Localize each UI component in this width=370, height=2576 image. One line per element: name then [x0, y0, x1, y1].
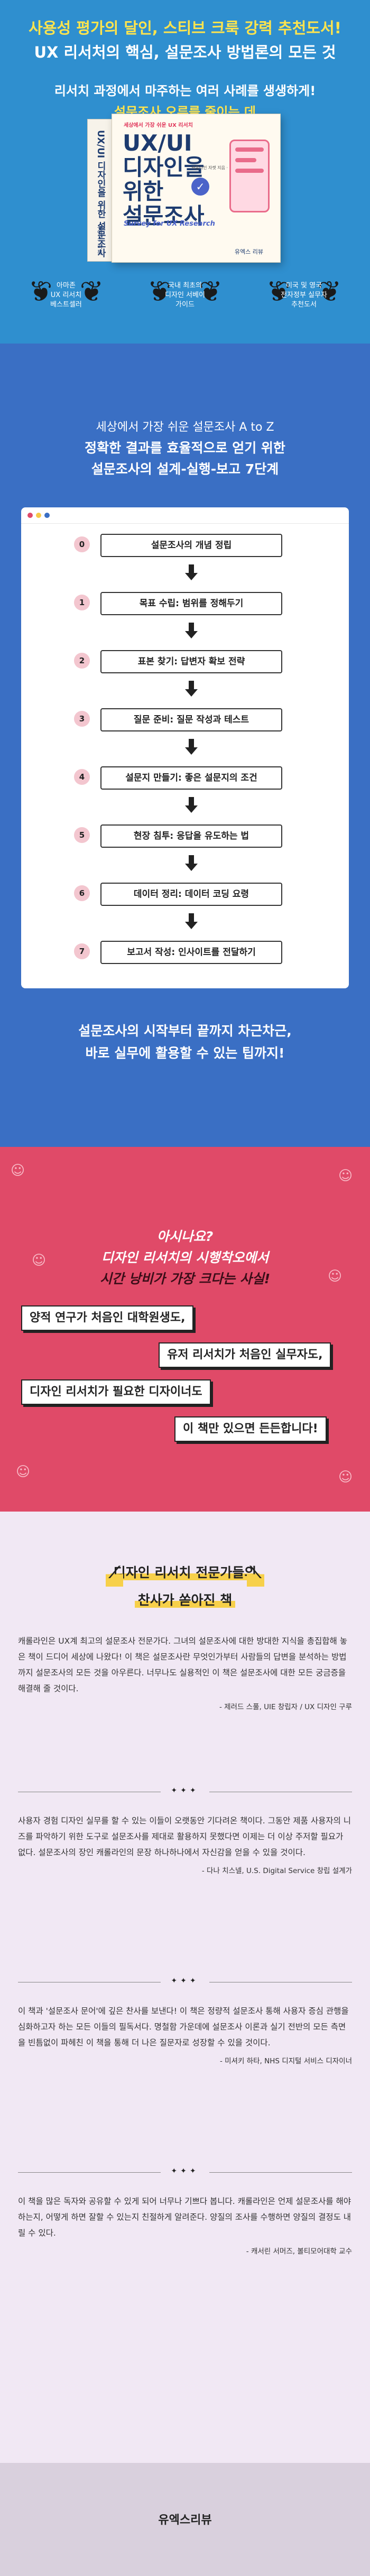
book-title: UX/UI 디자인을 위한 설문조사: [123, 130, 205, 229]
card-titlebar: [21, 507, 349, 524]
stars-icon: ✦✦✦: [171, 1977, 199, 1985]
smiley-icon: ☺: [338, 1168, 353, 1184]
book-subtitle: Survey for UX Research: [124, 220, 215, 228]
smiley-icon: ☺: [16, 1464, 31, 1480]
footer: 유엑스리뷰: [0, 2463, 370, 2576]
review-separator: ✦✦✦: [18, 2167, 352, 2177]
book-front: 세상에서 가장 쉬운 UX 리서치 UX/UI 디자인을 위한 설문조사 Sur…: [112, 114, 281, 263]
review-3: 이 책과 '설문조사 문어'에 깊은 찬사를 보낸다! 이 책은 정량적 설문조…: [18, 2006, 352, 2065]
question-section: ☺ ☺ ☺ ☺ ☺ ☺ 아시나요? 디자인 리서치의 시행착오에서 시간 낭비가…: [0, 1147, 370, 1512]
laurel-right-icon: ❦: [317, 275, 341, 308]
step-number-badge: 0: [74, 536, 90, 552]
audience-box-4: 이 책만 있으면 든든합니다!: [174, 1416, 327, 1442]
process-step-5: 5 현장 침투: 응답을 유도하는 법: [74, 824, 282, 848]
window-dot-icon: [27, 513, 33, 518]
process-step-6: 6 데이터 정리: 데이터 코딩 요령: [74, 883, 282, 906]
step-label: 설문조사의 개념 정립: [151, 540, 232, 551]
audience-box-3: 디자인 리서치가 필요한 디자이너도: [21, 1379, 211, 1405]
process-step-7: 7 보고서 작성: 인사이트를 전달하기: [74, 941, 282, 964]
checkmark-icon: ✓: [191, 178, 209, 196]
sparkle-icon: ⟋: [106, 1559, 123, 1587]
awards-band: ❦ ❦ 아마존 UX 리서치 베스트셀러 ❦ ❦ 국내 최초의 디자인 서베이 …: [0, 275, 370, 344]
question-heading: 아시나요? 디자인 리서치의 시행착오에서 시간 낭비가 가장 크다는 사실!: [99, 1229, 271, 1286]
window-dot-icon: [36, 513, 41, 518]
process-step-3: 3 질문 준비: 질문 작성과 테스트: [74, 708, 282, 731]
review-4: 이 책을 많은 독자와 공유할 수 있게 되어 너무나 기쁘다 봅니다. 캐롤라…: [18, 2197, 352, 2256]
stars-icon: ✦✦✦: [171, 1786, 199, 1795]
process-section: 세상에서 가장 쉬운 설문조사 A to Z 정확한 결과를 효율적으로 얻기 …: [0, 344, 370, 1147]
process-step-2: 2 표본 찾기: 답변자 확보 전략: [74, 650, 282, 673]
process-outro: 설문조사의 시작부터 끝까지 차근차근, 바로 실무에 활용할 수 있는 팁까지…: [78, 1023, 292, 1061]
reviews-section: ⟋ 디자인 리서치 전문가들의 찬사가 쏟아진 책 ⟍ 캐롤라인은 UX계 최고…: [0, 1512, 370, 2463]
hero-headline-1: 사용성 평가의 달인, 스티브 크룩 강력 추천도서!: [29, 19, 341, 37]
footer-publisher: 유엑스리뷰: [158, 2514, 212, 2527]
review-separator: ✦✦✦: [18, 1977, 352, 1987]
step-label: 데이터 정리: 데이터 코딩 요령: [133, 889, 249, 900]
book-cover: UX/UI 디자인을 위한 설문조사 유엑스 리뷰 세상에서 가장 쉬운 UX …: [87, 114, 283, 263]
step-number-badge: 4: [74, 769, 90, 785]
step-number-badge: 3: [74, 711, 90, 727]
award-3: ❦ ❦ 미국 및 영국 전자정부 실무자 추천도서: [266, 275, 341, 309]
hero-headline-2: UX 리서처의 핵심, 설문조사 방법론의 모든 것: [34, 43, 336, 61]
spine-title: UX/UI 디자인을 위한 설문조사: [95, 130, 106, 258]
step-label: 표본 찾기: 답변자 확보 전략: [137, 656, 245, 667]
stars-icon: ✦✦✦: [171, 2167, 199, 2175]
step-label: 목표 수립: 범위를 정해두기: [139, 598, 244, 609]
step-label: 보고서 작성: 인사이트를 전달하기: [127, 947, 256, 958]
award-1: ❦ ❦ 아마존 UX 리서치 베스트셀러: [29, 275, 104, 309]
step-number-badge: 5: [74, 827, 90, 843]
step-label: 현장 침투: 응답을 유도하는 법: [133, 831, 249, 841]
review-separator: ✦✦✦: [18, 1786, 352, 1797]
process-intro-3: 설문조사의 설계-실행-보고 7단계: [91, 461, 279, 477]
step-number-badge: 6: [74, 885, 90, 901]
laurel-right-icon: ❦: [198, 275, 223, 308]
process-intro-2: 정확한 결과를 효율적으로 얻기 위한: [85, 440, 285, 456]
award-2: ❦ ❦ 국내 최초의 디자인 서베이 가이드: [147, 275, 223, 309]
step-number-badge: 2: [74, 653, 90, 669]
review-1: 캐롤라인은 UX계 최고의 설문조사 전문가다. 그녀의 설문조사에 대한 방대…: [18, 1636, 352, 1711]
smiley-icon: ☺: [11, 1163, 25, 1179]
process-step-1: 1 목표 수립: 범위를 정해두기: [74, 592, 282, 615]
step-number-badge: 1: [74, 595, 90, 610]
review-2: 사용자 경험 디자인 실무를 할 수 있는 이들이 오랫동안 기다려온 책이다.…: [18, 1816, 352, 1875]
book-authors: 캐롤라인 자렛 지음 · 김가연 옮김: [191, 165, 250, 170]
smiley-icon: ☺: [338, 1469, 353, 1485]
smiley-icon: ☺: [328, 1268, 343, 1284]
laurel-right-icon: ❦: [79, 275, 104, 308]
process-step-4: 4 설문지 만들기: 좋은 설문지의 조건: [74, 766, 282, 790]
book-tagline: 세상에서 가장 쉬운 UX 리서치: [124, 123, 193, 128]
window-dot-icon: [44, 513, 50, 518]
smiley-icon: ☺: [32, 1253, 47, 1268]
reviews-heading: ⟋ 디자인 리서치 전문가들의 찬사가 쏟아진 책 ⟍: [0, 1559, 370, 1614]
phone-illustration-icon: [229, 140, 270, 212]
hero-sub-1: 리서치 과정에서 마주하는 여러 사례를 생생하게!: [54, 84, 316, 98]
book-spine: UX/UI 디자인을 위한 설문조사 유엑스 리뷰: [87, 119, 113, 262]
spine-publisher: 유엑스 리뷰: [96, 224, 103, 255]
process-step-0: 0 설문조사의 개념 정립: [74, 534, 282, 557]
step-number-badge: 7: [74, 943, 90, 959]
process-intro-1: 세상에서 가장 쉬운 설문조사 A to Z: [96, 421, 274, 434]
step-label: 질문 준비: 질문 작성과 테스트: [133, 715, 249, 725]
book-publisher: 유엑스 리뷰: [234, 248, 263, 255]
audience-box-2: 유저 리서치가 처음인 실무자도,: [159, 1342, 331, 1368]
sparkle-icon: ⟍: [247, 1559, 264, 1587]
step-label: 설문지 만들기: 좋은 설문지의 조건: [125, 773, 257, 783]
audience-box-1: 양적 연구가 처음인 대학원생도,: [21, 1305, 194, 1331]
